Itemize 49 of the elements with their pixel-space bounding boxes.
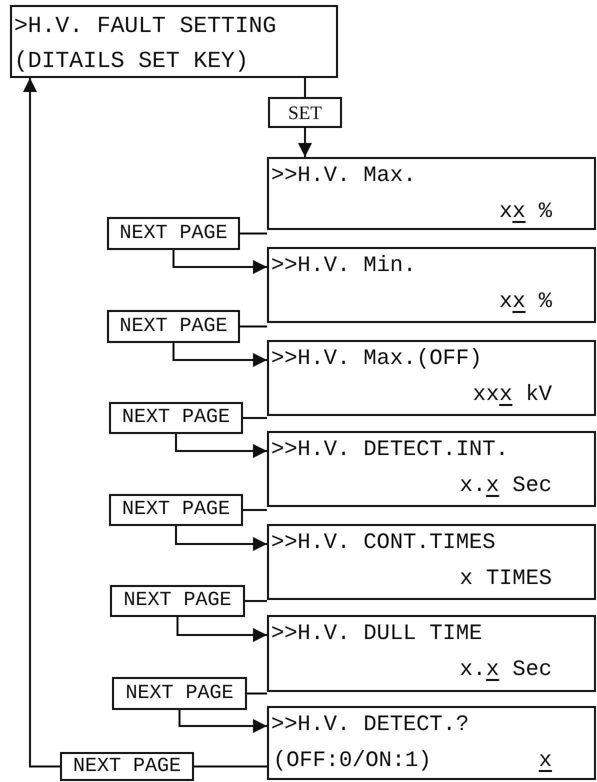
option-hint: (OFF:0/ON:1) [273, 748, 432, 774]
key-box [109, 402, 243, 434]
menu-screen [267, 247, 596, 323]
key-box [107, 217, 240, 250]
setting-value: x [538, 748, 552, 774]
connector-arrow [298, 128, 312, 157]
menu-screen [10, 5, 338, 78]
key-label: NEXT PAGE [120, 405, 232, 431]
menu-title: (DITAILS SET KEY) [14, 48, 249, 74]
menu-screen [267, 524, 596, 600]
key-label: NEXT PAGE [118, 220, 229, 246]
connector-arrow [175, 526, 267, 551]
key-label: NEXT PAGE [118, 314, 229, 340]
setting-value: x.x Sec [460, 657, 552, 683]
menu-screen [267, 340, 596, 416]
key-box [110, 585, 245, 617]
connector-arrow [178, 710, 267, 733]
menu-title: >H.V. FAULT SETTING [14, 13, 276, 39]
setting-value: xx % [499, 199, 552, 225]
connector-arrow [176, 617, 267, 642]
key-label: NEXT PAGE [120, 497, 232, 523]
connector-arrow [175, 434, 267, 458]
setting-value: xx % [499, 289, 552, 315]
menu-item: >>H.V. CONT.TIMES [271, 530, 496, 556]
setting-value: x.x Sec [460, 473, 552, 499]
menu-item: >>H.V. Max. [271, 163, 416, 189]
connector-arrow [23, 78, 60, 768]
menu-screen [267, 431, 596, 507]
key-label: NEXT PAGE [122, 588, 233, 614]
menu-item: >>H.V. Min. [271, 253, 416, 279]
setting-value: x TIMES [460, 566, 552, 592]
menu-screen [267, 615, 596, 692]
key-box [107, 310, 240, 343]
key-label: NEXT PAGE [72, 754, 182, 780]
connector-arrow [172, 250, 267, 274]
key-box [112, 677, 247, 710]
menu-screen [267, 157, 596, 230]
key-box [268, 97, 342, 128]
setting-value: xxx kV [472, 382, 552, 408]
menu-item: >>H.V. Max.(OFF) [271, 346, 482, 372]
menu-item: >>H.V. DULL TIME [271, 621, 482, 647]
connector-arrow [172, 343, 267, 367]
menu-item: >>H.V. DETECT.INT. [271, 437, 509, 463]
menu-screen [267, 706, 596, 780]
menu-item: >>H.V. DETECT.? [271, 712, 470, 738]
key-label: SET [287, 102, 323, 126]
key-label: NEXT PAGE [124, 680, 235, 706]
key-box [109, 494, 243, 526]
key-box [60, 752, 194, 781]
